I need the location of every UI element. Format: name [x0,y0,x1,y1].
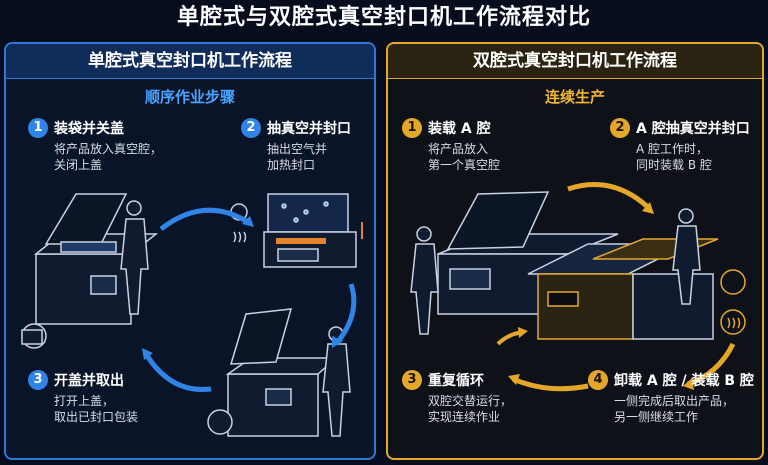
operator-icon [120,200,149,315]
double-chamber-illustration [410,182,746,392]
step-number-badge: 2 [610,118,630,138]
single-step-2: 2 抽真空并封口 抽出空气并 加热封口 [241,118,374,178]
flow-arrow-1-to-2 [567,182,652,211]
page-title: 单腔式与双腔式真空封口机工作流程对比 [176,5,591,30]
step-text: 关闭上盖 [54,158,103,172]
step-text: 抽出空气并 [267,142,328,156]
operator-icon [672,208,701,305]
single-step-1: 1 装袋并关盖 将产品放入真空腔， 关闭上盖 [28,118,208,178]
heat-seal-icon [720,269,746,335]
step-text: 实现连续作业 [428,410,501,424]
step-text: 一侧完成后取出产品， [614,394,735,408]
step-number-badge: 1 [28,118,48,138]
step-number-badge: 3 [402,370,422,390]
step-text: 双腔交替运行， [428,394,513,408]
double-step-2: 2 A 腔抽真空并封口 A 腔工作时， 同时装载 B 腔 [610,118,760,178]
single-step-3: 3 开盖并取出 打开上盖， 取出已封口包装 [28,370,208,430]
single-chamber-heading: 单腔式真空封口机工作流程 [6,44,374,79]
flow-arrow-3-to-1 [143,352,212,393]
step-title: A 腔抽真空并封口 [636,121,750,137]
step-title: 开盖并取出 [54,373,124,389]
step-number-badge: 2 [241,118,261,138]
step-text: 将产品放入真空腔， [54,142,163,156]
single-chamber-illustration [21,193,363,437]
step-title: 装袋并关盖 [54,121,124,137]
double-chamber-subtitle: 连续生产 [544,88,605,106]
step-text: 打开上盖， [54,394,115,408]
step-text: 将产品放入 [428,142,489,156]
flow-arrow-2-to-3 [334,283,357,346]
double-chamber-panel: 双腔式真空封口机工作流程 连续生产 [386,42,764,460]
single-chamber-subtitle: 顺序作业步骤 [144,88,235,106]
double-step-1: 1 装载 A 腔 将产品放入 第一个真空腔 [402,118,572,178]
step-text: 另一侧继续工作 [614,410,699,424]
step-number-badge: 1 [402,118,422,138]
vacuum-chamber-icon [263,193,357,268]
step-title: 重复循环 [428,373,484,389]
step-number-badge: 4 [588,370,608,390]
step-title: 抽真空并封口 [267,121,351,137]
step-text: 取出已封口包装 [54,410,139,424]
step-text: A 腔工作时， [636,142,709,156]
double-step-3: 3 重复循环 双腔交替运行， 实现连续作业 [402,370,572,430]
double-chamber-heading: 双腔式真空封口机工作流程 [388,44,762,79]
step-title: 卸载 A 腔 / 装载 B 腔 [614,373,754,389]
step-text: 同时装载 B 腔 [636,158,712,172]
step-text: 加热封口 [267,158,316,172]
step-number-badge: 3 [28,370,48,390]
flow-arrow-2-to-4 [687,342,736,387]
step-text: 第一个真空腔 [428,158,501,172]
flow-arrow-4-to-3 [512,376,589,392]
single-chamber-panel: 单腔式真空封口机工作流程 顺序作业步骤 [4,42,376,460]
open-lid-machine-icon [207,308,338,437]
step-title: 装载 A 腔 [428,121,491,137]
heat-seal-icon [230,203,363,243]
double-step-4: 4 卸载 A 腔 / 装载 B 腔 一侧完成后取出产品， 另一侧继续工作 [588,370,760,430]
flow-arrow-1-to-2 [159,207,253,231]
operator-icon [410,226,439,335]
